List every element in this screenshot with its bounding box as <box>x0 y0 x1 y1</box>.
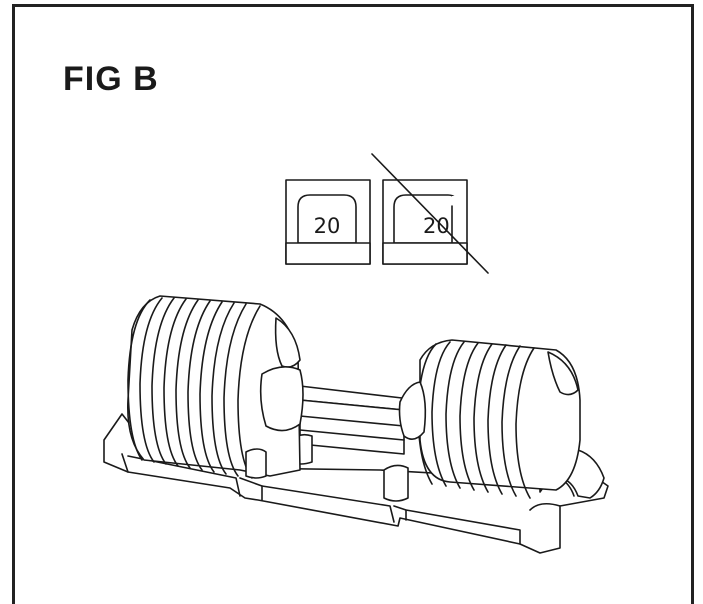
indicator-correct-label: 20 <box>314 214 341 238</box>
indicator-incorrect-label: 20 <box>423 214 450 238</box>
left-plate-stack <box>127 295 304 479</box>
dumbbell-handle <box>291 385 405 465</box>
indicator-incorrect: 20 <box>371 153 489 274</box>
cross-out-line <box>371 153 489 274</box>
indicator-correct: 20 <box>285 179 371 265</box>
figure-title: FIG B <box>63 60 159 98</box>
right-plate-stack <box>383 339 581 502</box>
